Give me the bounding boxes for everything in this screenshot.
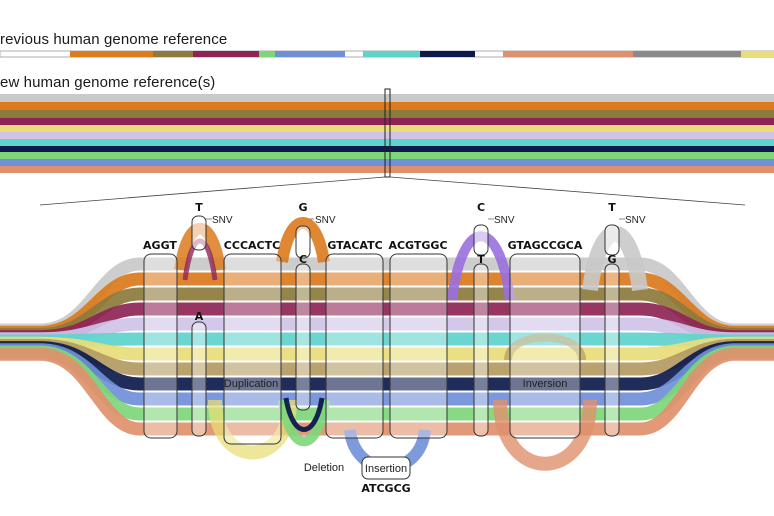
snv4-bottom-node bbox=[604, 263, 620, 437]
new-ref-band-grey bbox=[0, 94, 774, 102]
snv2-label: SNV bbox=[315, 215, 336, 226]
previous-ref-block-navy bbox=[420, 51, 475, 57]
insertion-node bbox=[361, 456, 411, 480]
previous-ref-block-green bbox=[259, 51, 275, 57]
previous-ref-block-orange bbox=[70, 51, 153, 57]
previous-ref-block-olive bbox=[153, 51, 193, 57]
segment-node-2 bbox=[223, 253, 282, 445]
new-ref-band-blue bbox=[0, 159, 774, 166]
snv1-label: SNV bbox=[212, 215, 233, 226]
previous-ref-block-grey bbox=[633, 51, 741, 57]
snv1-top-node bbox=[191, 215, 207, 251]
snv4-top-node bbox=[604, 224, 620, 256]
new-ref-band-maroon bbox=[0, 118, 774, 125]
snv3-label: SNV bbox=[494, 215, 515, 226]
snv1-top-base: T bbox=[195, 201, 203, 214]
segment-4-sequence: ACGTGGC bbox=[388, 239, 447, 252]
new-reference-bands bbox=[0, 88, 774, 206]
snv2-bottom-base: C bbox=[299, 253, 307, 266]
new-ref-band-salmon bbox=[0, 166, 774, 173]
segment-3-sequence: GTACATC bbox=[327, 239, 382, 252]
new-ref-band-yellow bbox=[0, 125, 774, 132]
duplication-label: Duplication bbox=[224, 378, 278, 390]
new-ref-band-navy bbox=[0, 146, 774, 152]
snv3-bottom-base: T bbox=[477, 253, 485, 266]
snv1-bottom-base: A bbox=[195, 310, 204, 323]
snv4-bottom-base: G bbox=[607, 253, 616, 266]
haplotype-paths bbox=[0, 257, 774, 436]
new-reference-heading: ew human genome reference(s) bbox=[0, 74, 216, 91]
snv2-top-node bbox=[295, 225, 311, 259]
segment-node-1 bbox=[143, 253, 178, 439]
segment-1-sequence: AGGT bbox=[143, 239, 177, 252]
segment-nodes bbox=[143, 215, 620, 480]
diagram-labels: AGGT CCCACTC GTACATC ACGTGGC GTAGCCGCA T… bbox=[143, 201, 646, 495]
deletion-bypass-green bbox=[278, 399, 330, 447]
snv4-top-base: T bbox=[608, 201, 616, 214]
zoom-line-right bbox=[389, 176, 746, 206]
previous-ref-block-yellow bbox=[741, 51, 774, 57]
inversion-loop bbox=[493, 399, 597, 471]
snv4-label: SNV bbox=[625, 215, 646, 226]
zoom-line-left bbox=[39, 176, 386, 206]
segment-node-4 bbox=[389, 253, 448, 439]
insertion-label: Insertion bbox=[365, 463, 407, 475]
deletion-label: Deletion bbox=[304, 462, 344, 474]
new-ref-band-orange bbox=[0, 102, 774, 110]
segment-node-3 bbox=[325, 253, 384, 439]
inversion-label: Inversion bbox=[523, 378, 568, 390]
new-ref-band-olive bbox=[0, 110, 774, 118]
inversion-arc bbox=[504, 333, 586, 361]
insertion-sequence: ATCGCG bbox=[361, 482, 410, 495]
snv3-top-node bbox=[473, 224, 489, 256]
segment-5-sequence: GTAGCCGCA bbox=[508, 239, 583, 252]
new-ref-band-lavender bbox=[0, 132, 774, 139]
segment-2-sequence: CCCACTC bbox=[224, 239, 280, 252]
previous-ref-block-blue bbox=[275, 51, 345, 57]
snv1-bottom-node bbox=[191, 321, 207, 437]
snv3-bottom-node bbox=[473, 263, 489, 437]
snv2-top-base: G bbox=[298, 201, 307, 214]
previous-reference-bar bbox=[0, 50, 774, 58]
previous-ref-block-salmon bbox=[503, 51, 633, 57]
previous-ref-block-maroon bbox=[193, 51, 259, 57]
new-ref-band-aqua bbox=[0, 139, 774, 146]
haplotype-path-aqua bbox=[0, 332, 774, 348]
snv2-bottom-node bbox=[295, 263, 311, 411]
deletion-bypass-navy bbox=[283, 397, 325, 432]
zoom-window bbox=[384, 88, 391, 178]
snv2-detour-orange bbox=[276, 217, 330, 264]
new-ref-band-green bbox=[0, 152, 774, 159]
snv3-top-base: C bbox=[477, 201, 485, 214]
previous-reference-heading: revious human genome reference bbox=[0, 31, 228, 48]
previous-ref-block-aqua bbox=[363, 51, 435, 57]
segment-node-5 bbox=[509, 253, 581, 439]
